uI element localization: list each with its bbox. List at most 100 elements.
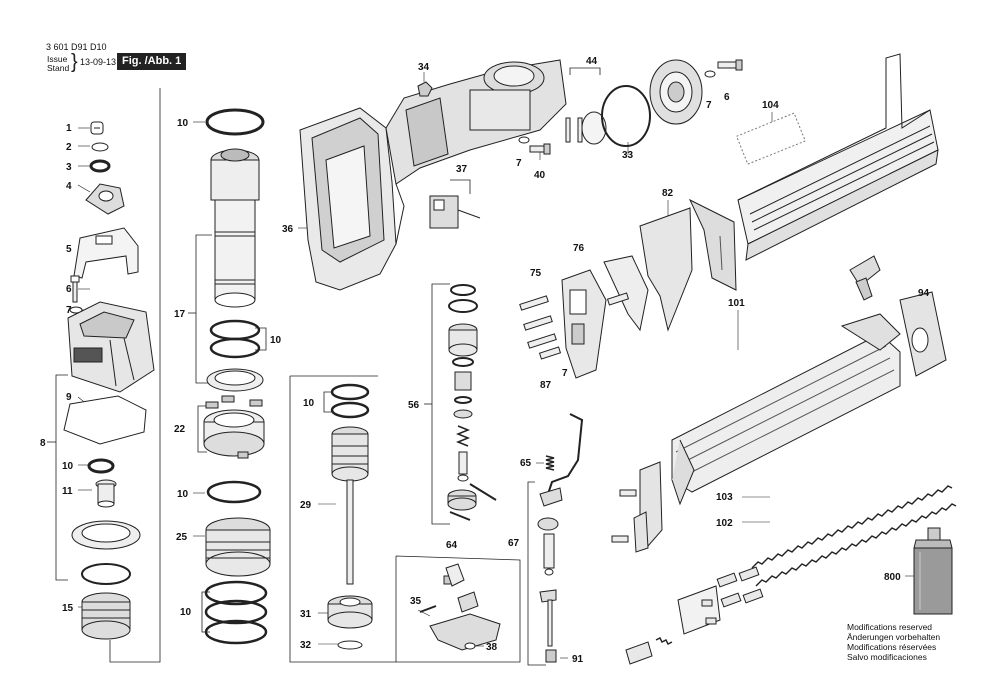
part-oring-10-c: [206, 480, 262, 504]
part-guide-plate: [677, 585, 721, 635]
callout-7: 7: [66, 305, 72, 316]
callout-31: 31: [300, 609, 312, 620]
part-oring-10-d: [204, 580, 268, 606]
part-housing-36: [299, 59, 567, 291]
callout-10-piston: 10: [303, 398, 315, 409]
brace-glyph: }: [71, 51, 78, 73]
part-screw-75b: [523, 315, 553, 331]
part-cap-4: [85, 183, 125, 215]
part-lever-bottom: [625, 637, 673, 665]
part-washer-7c: [518, 136, 530, 144]
part-pin-44b: [577, 117, 583, 143]
part-screw-6b: [717, 59, 743, 71]
callout-6: 6: [66, 284, 72, 295]
callout-11: 11: [62, 486, 73, 497]
part-small-clip: [701, 599, 717, 625]
part-spring-65: [545, 455, 555, 471]
frame-line: [395, 555, 521, 663]
issue-date: 13-09-13: [80, 57, 117, 67]
part-washer-2: [91, 142, 109, 152]
bracket-line: [195, 234, 212, 384]
callout-32: 32: [300, 640, 312, 651]
part-oring-10-h: [330, 401, 370, 419]
callout-65: 65: [520, 458, 532, 469]
part-switch-37: [429, 195, 481, 229]
part-contact-arm-67: [537, 413, 584, 663]
notice-en: Modifications reserved: [847, 622, 933, 632]
part-spring-102: [755, 503, 957, 587]
callout-35: 35: [410, 596, 422, 607]
part-nut-34: [417, 81, 433, 97]
part-screw-75a: [519, 295, 549, 311]
part-piston-29: [331, 426, 369, 585]
callout-36: 36: [282, 224, 294, 235]
callout-22: 22: [174, 424, 186, 435]
callout-34: 34: [418, 62, 430, 73]
callout-44: 44: [586, 56, 598, 67]
part-oring-10-f: [204, 619, 268, 645]
part-gasket-9: [63, 395, 147, 445]
part-seal-ring: [71, 520, 141, 550]
part-plunger-56: [457, 451, 469, 482]
part-screw-87: [538, 346, 562, 360]
callout-87: 87: [540, 380, 552, 391]
part-screw-6: [70, 275, 80, 303]
part-bumper-31: [327, 595, 373, 629]
part-screw-latch-b: [611, 535, 629, 543]
part-screw-40: [529, 143, 551, 155]
callout-1: 1: [66, 123, 72, 134]
part-oring-10-b: [209, 337, 261, 359]
part-pin-44a: [565, 117, 571, 143]
part-end-cap: [649, 59, 703, 125]
part-screw-75d: [606, 292, 630, 306]
part-ring-seat: [206, 368, 264, 392]
part-screw-75c: [527, 333, 557, 349]
callout-40: 40: [534, 170, 546, 181]
bracket-line: [569, 67, 601, 75]
callout-91: 91: [572, 654, 584, 665]
callout-800: 800: [884, 572, 901, 583]
callout-4: 4: [66, 181, 72, 192]
callout-8: 8: [40, 438, 46, 449]
part-oring-10-top: [205, 108, 265, 136]
callout-2: 2: [66, 142, 72, 153]
notice-fr: Modifications réservées: [847, 642, 937, 652]
bracket-line: [323, 391, 332, 413]
part-spring-103: [751, 485, 953, 569]
part-bushing-11: [95, 479, 117, 508]
part-oring-56a: [450, 284, 476, 296]
callout-33: 33: [622, 150, 634, 161]
leader-line: [77, 184, 91, 193]
part-spring-56: [455, 425, 471, 447]
part-valve-body-22: [203, 395, 265, 459]
part-nose-76: [561, 269, 607, 379]
callout-15: 15: [62, 603, 74, 614]
callout-103: 103: [716, 492, 733, 503]
part-oring-10-e: [204, 599, 268, 625]
part-pusher-82: [603, 198, 737, 332]
part-oring-10-g: [330, 383, 370, 401]
callout-102: 102: [716, 518, 733, 529]
part-screw-latch-a: [619, 489, 637, 497]
bracket-line: [255, 327, 267, 351]
part-valve-56: [448, 323, 478, 419]
callout-104: 104: [762, 100, 779, 111]
modifications-notice: Modifications reserved Änderungen vorbeh…: [847, 622, 940, 662]
callout-76: 76: [573, 243, 585, 254]
part-disc-44: [581, 111, 607, 145]
notice-de: Änderungen vorbehalten: [847, 632, 941, 642]
frame-line: [109, 88, 161, 663]
bracket-line: [55, 374, 68, 581]
issue-label: Issue Stand: [47, 55, 69, 73]
callout-10-top: 10: [177, 118, 189, 129]
part-grease-tube-800: [913, 527, 953, 615]
callout-10-mid: 10: [270, 335, 282, 346]
callout-5: 5: [66, 244, 72, 255]
callout-56: 56: [408, 400, 420, 411]
part-end-cap-94: [899, 291, 947, 377]
callout-29: 29: [300, 500, 312, 511]
part-ring: [81, 563, 131, 585]
figure-badge: Fig. /Abb. 1: [117, 53, 187, 70]
callout-6-right: 6: [724, 92, 730, 103]
